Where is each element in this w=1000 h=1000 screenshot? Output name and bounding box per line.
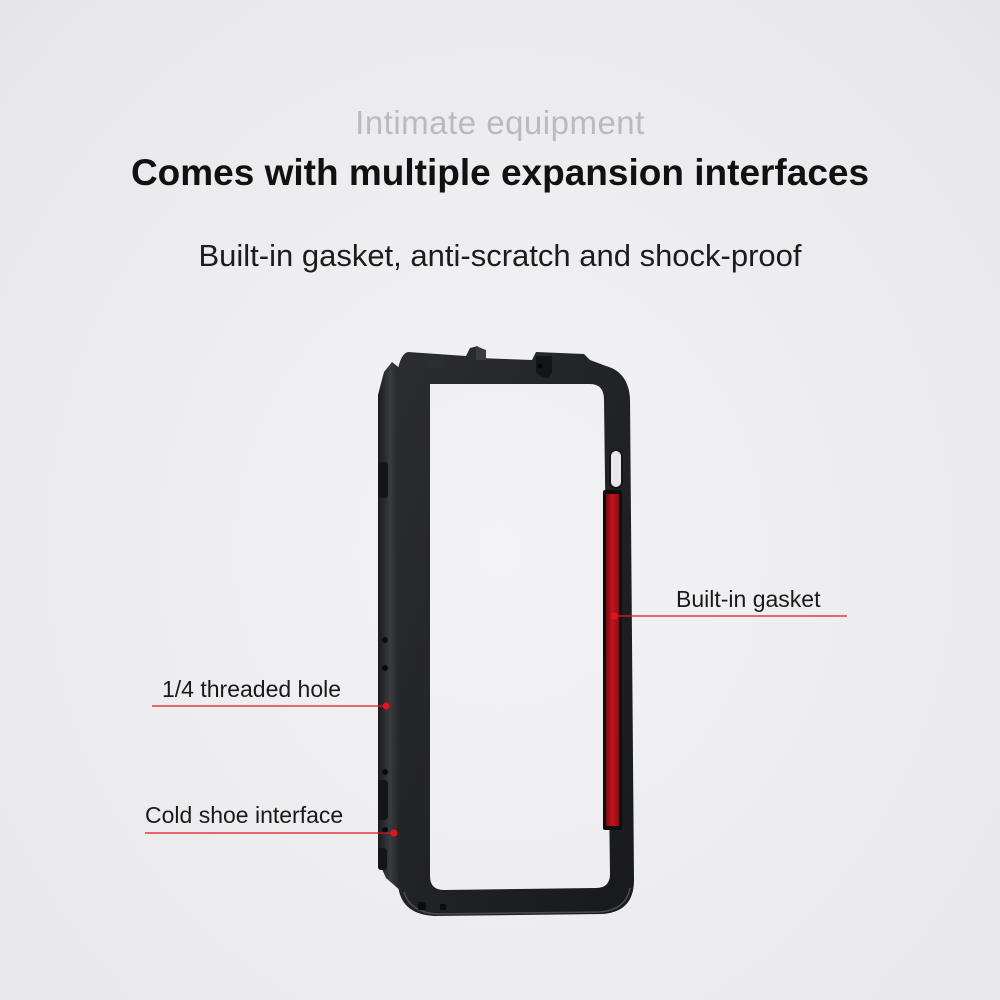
callout-label-shoe: Cold shoe interface xyxy=(145,802,344,828)
callout-label-gasket: Built-in gasket xyxy=(676,586,821,612)
page-title: Comes with multiple expansion interfaces xyxy=(130,152,870,193)
callout-shoe-pointer xyxy=(145,829,398,837)
page-subtitle: Built-in gasket, anti-scratch and shock-… xyxy=(198,238,802,273)
callout-gasket-pointer xyxy=(610,612,847,620)
gasket-strip xyxy=(603,490,622,830)
callout-label-thread: 1/4 threaded hole xyxy=(162,676,342,702)
cage-frame xyxy=(396,346,634,916)
eyebrow-text: Intimate equipment xyxy=(355,104,645,141)
callout-thread-pointer xyxy=(152,702,390,710)
cage-left-side xyxy=(378,362,402,892)
